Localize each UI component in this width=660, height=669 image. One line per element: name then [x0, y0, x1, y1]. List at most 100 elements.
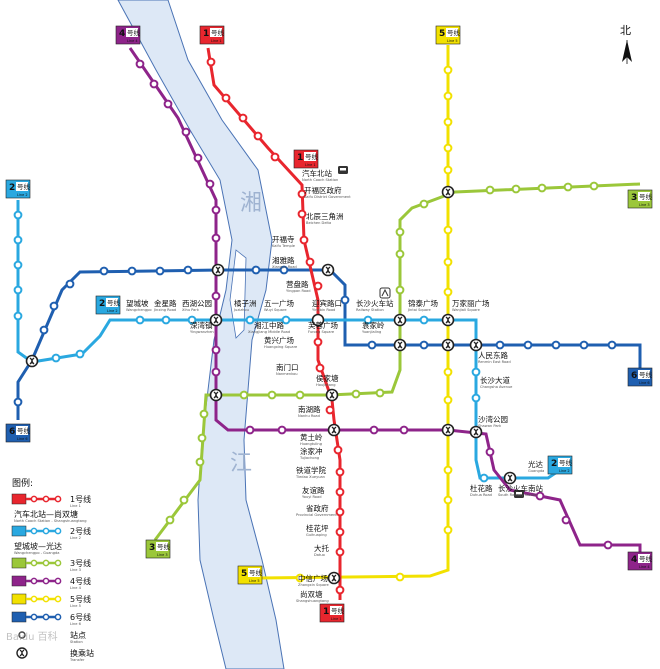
station-dot[interactable]	[179, 495, 189, 505]
station-label[interactable]: 沙湾公园 Shawan Park	[478, 414, 508, 428]
station-label[interactable]: 袁家岭 Yuanjialing	[362, 320, 385, 334]
transfer-icon[interactable]	[393, 313, 407, 327]
legend-item-line-5[interactable]: 5号线 Line 5	[11, 593, 91, 608]
station-dot[interactable]	[49, 301, 59, 311]
station-label[interactable]: 光达 Guangda	[528, 459, 544, 473]
station-dot[interactable]	[443, 367, 453, 377]
station-dot[interactable]	[127, 266, 137, 276]
station-dot[interactable]	[315, 363, 325, 373]
station-dot[interactable]	[211, 291, 221, 301]
legend-item-line-3[interactable]: 3号线 Line 3	[11, 557, 91, 572]
station-label[interactable]: 芙蓉广场 Furong Square	[308, 320, 338, 334]
station-dot[interactable]	[295, 573, 305, 583]
station-dot[interactable]	[579, 340, 589, 350]
line-badge-2[interactable]: 2 号线 Line 2	[547, 455, 573, 475]
station-dot[interactable]	[313, 281, 323, 291]
line-4-path[interactable]	[128, 47, 642, 552]
transfer-icon[interactable]	[327, 571, 341, 585]
station-dot[interactable]	[335, 547, 345, 557]
station-dot[interactable]	[419, 340, 429, 350]
station-label[interactable]: 涂家冲 Tujiachong	[299, 446, 323, 460]
station-dot[interactable]	[443, 91, 453, 101]
station-dot[interactable]	[279, 265, 289, 275]
station-dot[interactable]	[443, 225, 453, 235]
station-label[interactable]: 开福区政府 Kaifu District Government	[304, 185, 351, 199]
station-dot[interactable]	[13, 260, 23, 270]
station-dot[interactable]	[395, 227, 405, 237]
station-label[interactable]: 五一广场 Wuyi Square	[264, 298, 294, 312]
station-dot[interactable]	[313, 337, 323, 347]
station-dot[interactable]	[399, 425, 409, 435]
station-dot[interactable]	[211, 367, 221, 377]
station-dot[interactable]	[193, 153, 203, 163]
station-label[interactable]: 湘江中路 Xiangjiang Middle Road	[248, 320, 290, 334]
station-dot[interactable]	[305, 257, 315, 267]
line-badge-4[interactable]: 4 号线 Line 4	[115, 25, 141, 45]
station-label[interactable]: 湘雅路 Xiangya Road	[272, 255, 297, 269]
station-dot[interactable]	[135, 59, 145, 69]
station-dot[interactable]	[335, 487, 345, 497]
transfer-icon[interactable]	[393, 338, 407, 352]
station-dot[interactable]	[135, 315, 145, 325]
station-label[interactable]: 营盘路 Yingpan Road	[286, 279, 311, 293]
line-badge-5[interactable]: 5 号线 Line 5	[237, 565, 263, 585]
station-dot[interactable]	[485, 447, 495, 457]
station-label[interactable]: 望城坡 Wangchengpo	[126, 298, 152, 312]
station-dot[interactable]	[485, 185, 495, 195]
station-dot[interactable]	[161, 315, 171, 325]
station-dot[interactable]	[65, 279, 75, 289]
station-dot[interactable]	[335, 467, 345, 477]
station-dot[interactable]	[99, 266, 109, 276]
station-dot[interactable]	[245, 425, 255, 435]
station-dot[interactable]	[395, 572, 405, 582]
station-dot[interactable]	[206, 57, 216, 67]
station-dot[interactable]	[13, 210, 23, 220]
station-dot[interactable]	[551, 340, 561, 350]
transfer-icon[interactable]	[441, 313, 455, 327]
station-label[interactable]: 省政府 Provincial Government	[296, 503, 337, 517]
station-dot[interactable]	[523, 340, 533, 350]
station-label[interactable]: 开福寺 Kaifu Temple	[272, 235, 296, 248]
line-badge-1[interactable]: 1 号线 Line 1	[293, 149, 319, 169]
station-label[interactable]: 大托 Datuo	[314, 543, 329, 557]
station-dot[interactable]	[589, 181, 599, 191]
station-dot[interactable]	[333, 445, 343, 455]
station-dot[interactable]	[535, 491, 545, 501]
station-dot[interactable]	[395, 285, 405, 295]
station-dot[interactable]	[335, 527, 345, 537]
station-label[interactable]: 杜花路 Duhua Road	[470, 483, 493, 497]
legend-item-line-2[interactable]: 2号线 Line 2 望城坡—光达 Wangchengpo - Guangda	[11, 525, 91, 555]
station-dot[interactable]	[297, 189, 307, 199]
station-label[interactable]: 尚双塘 Shangshuangtang	[296, 589, 329, 603]
station-dot[interactable]	[537, 183, 547, 193]
line-badge-2[interactable]: 2 号线 Line 2	[95, 295, 121, 315]
station-dot[interactable]	[39, 325, 49, 335]
transfer-icon[interactable]	[469, 425, 483, 439]
station-dot[interactable]	[253, 131, 263, 141]
station-dot[interactable]	[443, 525, 453, 535]
station-dot[interactable]	[197, 433, 207, 443]
station-dot[interactable]	[221, 93, 231, 103]
station-dot[interactable]	[13, 235, 23, 245]
legend-item-line-4[interactable]: 4号线 Line 4	[11, 575, 91, 590]
legend-item-station[interactable]: 站点 Station	[18, 630, 86, 644]
station-dot[interactable]	[351, 389, 361, 399]
transfer-icon[interactable]	[503, 471, 517, 485]
station-dot[interactable]	[395, 249, 405, 259]
station-dot[interactable]	[443, 395, 453, 405]
station-dot[interactable]	[443, 165, 453, 175]
station-label[interactable]: 汽车北站 North Coach Station	[302, 168, 338, 182]
station-dot[interactable]	[443, 257, 453, 267]
station-label[interactable]: 中信广场 Zhongxin Square	[298, 573, 329, 587]
station-label[interactable]: 长沙火车站 Railway Station	[356, 298, 394, 312]
transfer-icon[interactable]	[469, 338, 483, 352]
station-dot[interactable]	[277, 425, 287, 435]
line-badge-4[interactable]: 4 号线 Line 4	[627, 551, 653, 571]
line-badge-6[interactable]: 6 号线 Line 6	[5, 423, 31, 443]
line-5-path[interactable]	[259, 45, 450, 580]
station-dot[interactable]	[13, 311, 23, 321]
station-dot[interactable]	[270, 152, 280, 162]
station-dot[interactable]	[211, 205, 221, 215]
transfer-icon[interactable]	[25, 354, 39, 368]
station-dot[interactable]	[443, 287, 453, 297]
